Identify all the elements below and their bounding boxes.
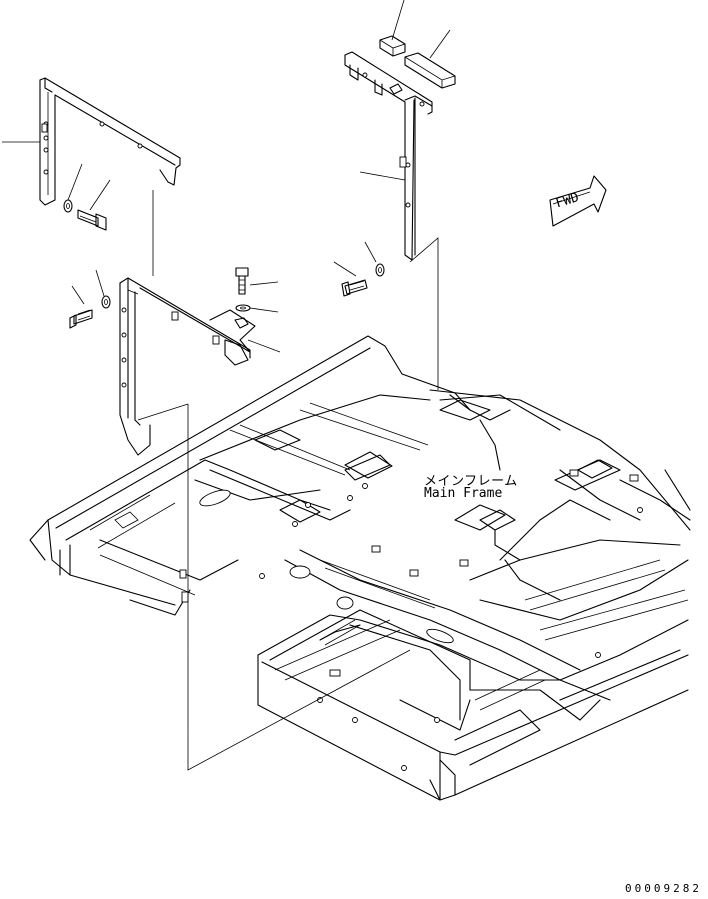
assembly-lines	[137, 190, 439, 771]
left-lower-bracket	[119, 277, 256, 456]
center-bracket	[344, 51, 433, 261]
left-upper-bracket	[39, 77, 181, 206]
washers	[63, 199, 385, 312]
pads	[379, 35, 456, 89]
bolts	[69, 209, 368, 329]
fwd-arrow-icon	[549, 175, 607, 227]
drawing-number: 00009282	[625, 882, 702, 895]
main-frame	[29, 335, 691, 801]
leader-lines	[2, 0, 451, 353]
main-frame-label-ja: メインフレーム	[424, 474, 518, 489]
main-frame-label-en: Main Frame	[424, 486, 503, 501]
